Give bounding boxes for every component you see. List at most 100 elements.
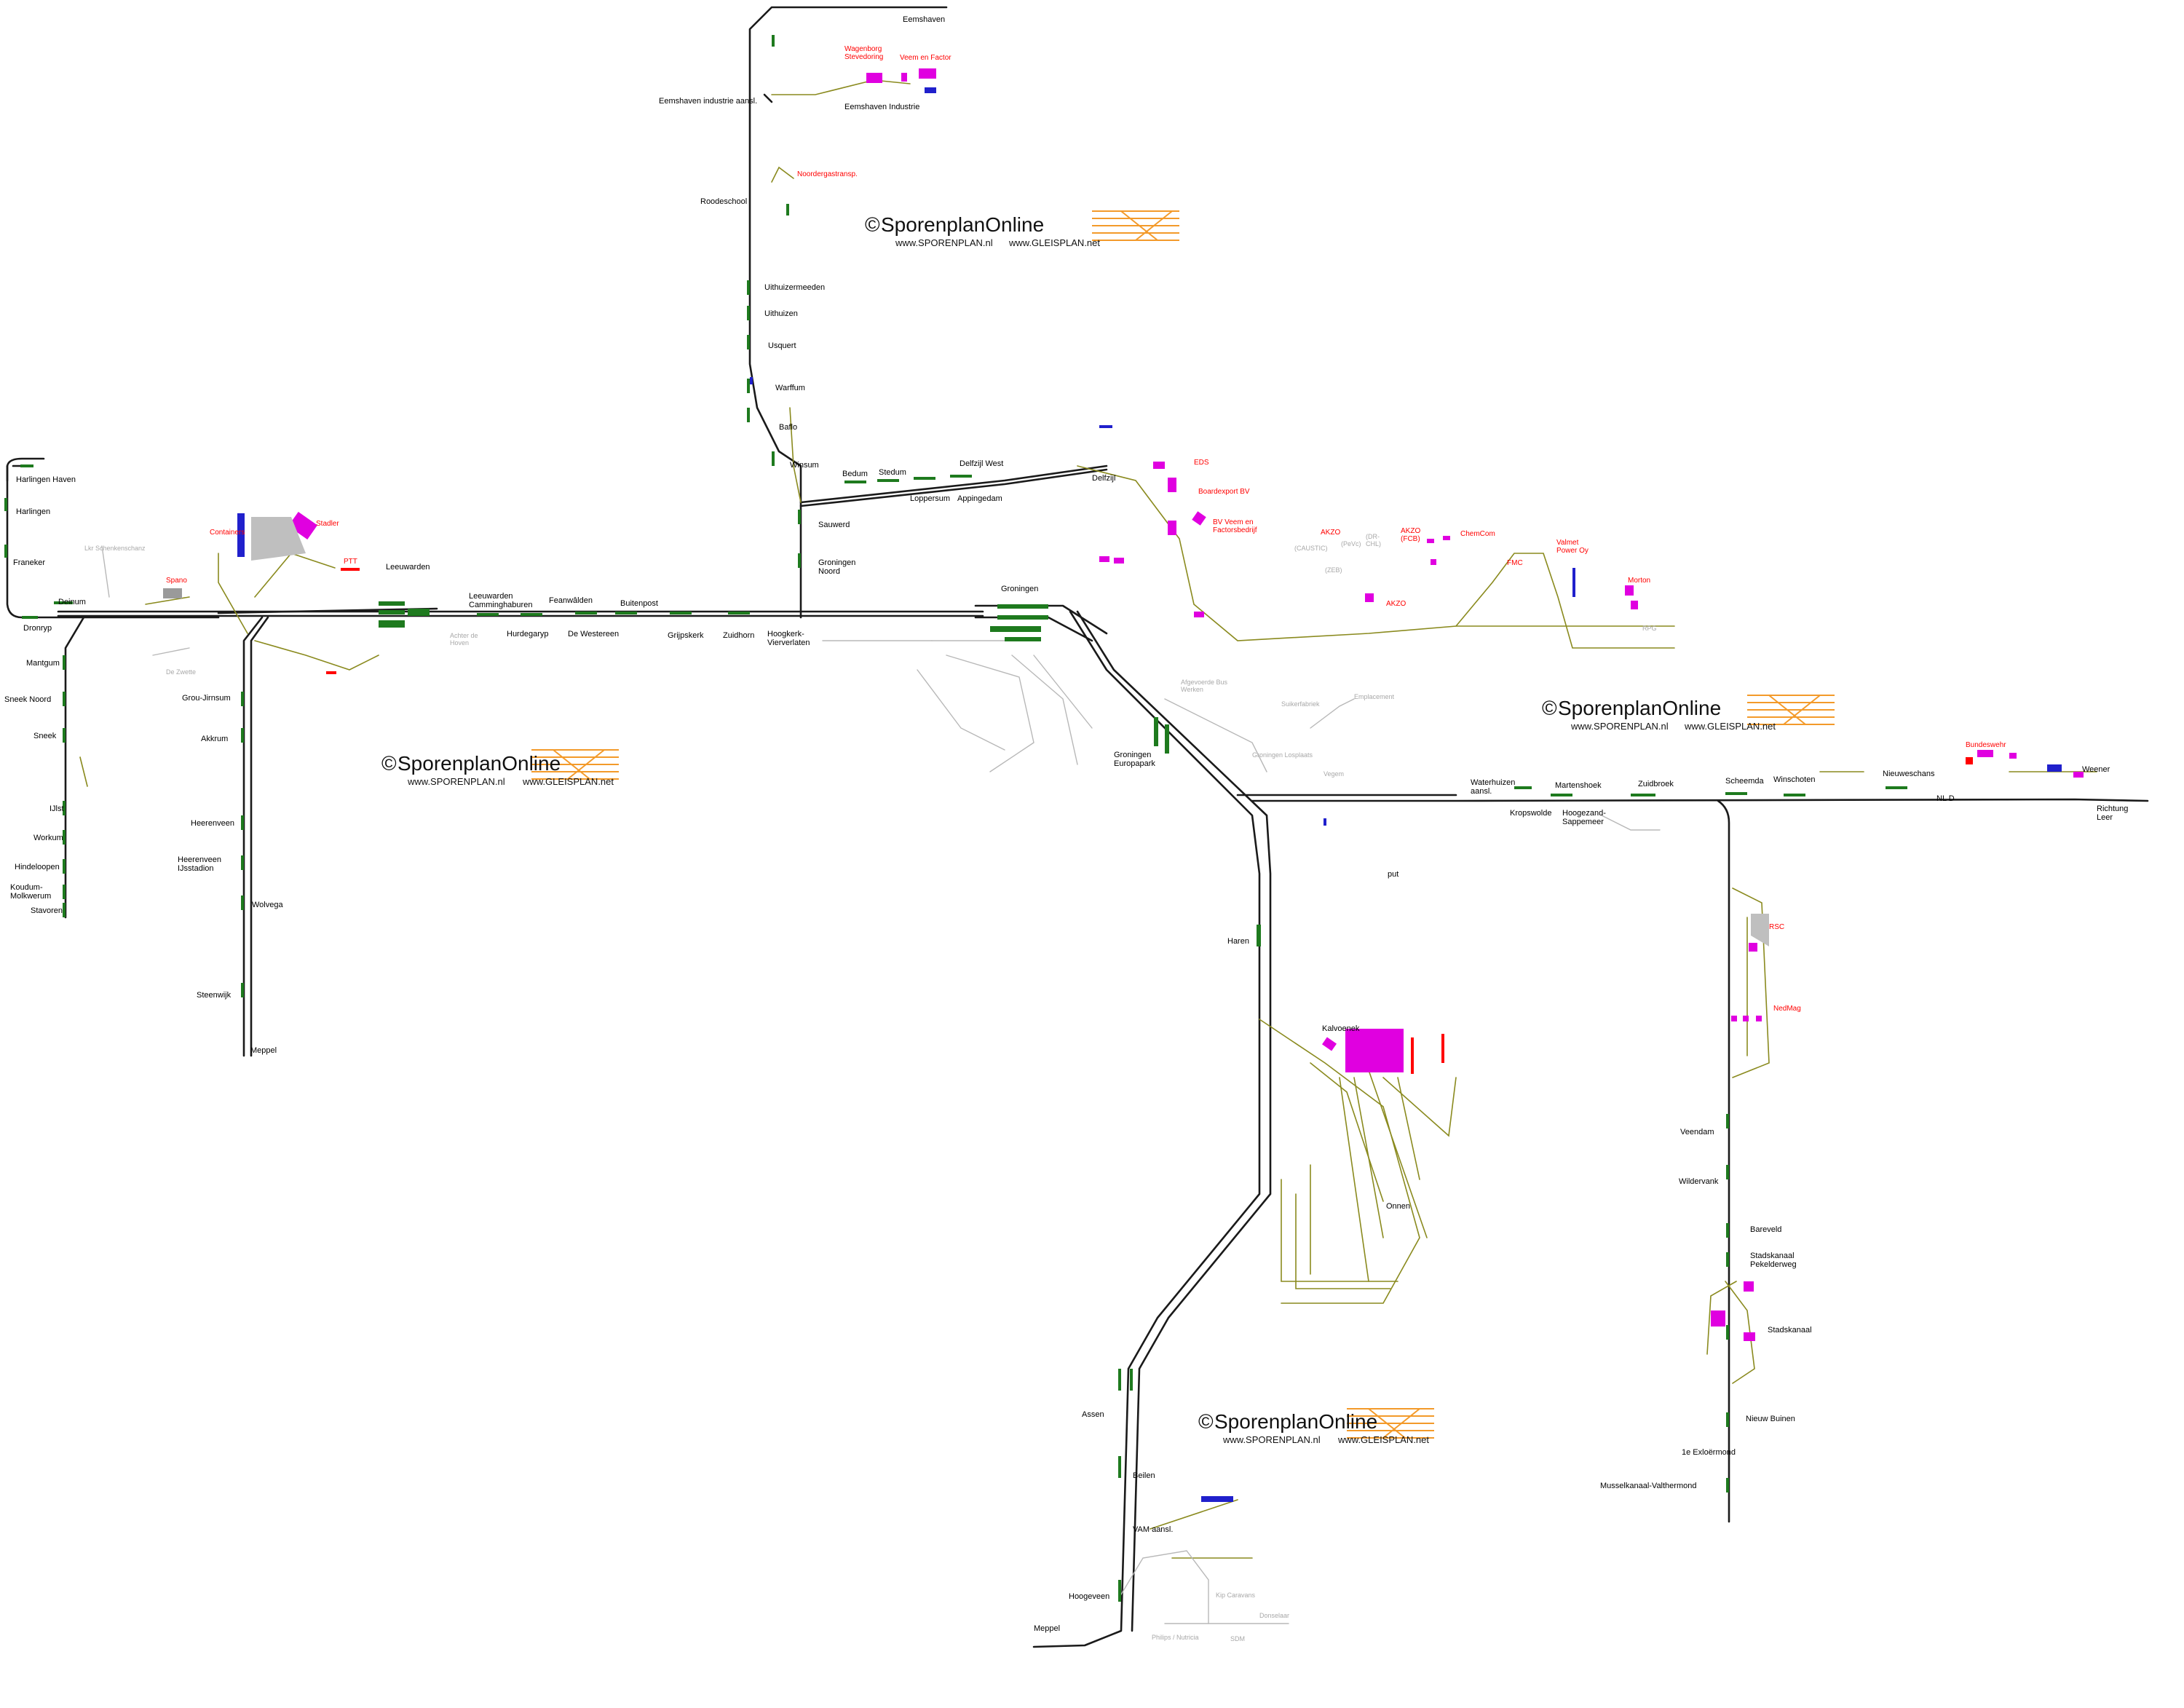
station-winsum[interactable]: Winsum: [790, 461, 819, 470]
watermark-url1: www.SPORENPLAN.nl: [407, 776, 505, 787]
station-scheemda[interactable]: Scheemda: [1725, 777, 1764, 786]
station-nieuweschans[interactable]: Nieuweschans: [1883, 770, 1935, 778]
station-franeker[interactable]: Franeker: [13, 558, 45, 567]
company-kalvoenek: Kalvoenek: [1322, 1024, 1360, 1033]
station-harlingen-haven[interactable]: Harlingen Haven: [16, 475, 76, 484]
station-hoogkerk[interactable]: Hoogkerk-Vierverlaten: [767, 630, 810, 647]
station-akkrum[interactable]: Akkrum: [201, 735, 228, 743]
station-nl-d[interactable]: NL D: [1936, 794, 1955, 803]
company-bundeswehr: Bundeswehr: [1966, 741, 2006, 749]
station-eemshaven[interactable]: Eemshaven: [903, 15, 945, 24]
ghost-schenkenschanz: Lkr Schenkenschanz: [84, 545, 146, 552]
watermark-url2: www.GLEISPLAN.net: [522, 776, 614, 787]
station-delfzijl-west[interactable]: Delfzijl West: [960, 459, 1003, 468]
station-meppel-south[interactable]: Meppel: [1034, 1624, 1060, 1633]
company-nedmag: NedMag: [1773, 1005, 1801, 1013]
station-heerenveen[interactable]: Heerenveen: [191, 819, 234, 828]
station-kropswolde[interactable]: Kropswolde: [1510, 809, 1551, 818]
watermark-url2: www.GLEISPLAN.net: [1337, 1434, 1429, 1445]
station-veendam[interactable]: Veendam: [1680, 1128, 1714, 1136]
station-grou[interactable]: Grou-Jirnsum: [182, 694, 231, 703]
station-labels[interactable]: Eemshaven Eemshaven Industrie Eemshaven …: [4, 15, 2128, 1633]
station-uithuizermeeden[interactable]: Uithuizermeeden: [764, 283, 825, 292]
station-leeuwarden[interactable]: Leeuwarden: [386, 563, 430, 572]
station-appingedam[interactable]: Appingedam: [957, 494, 1002, 503]
station-winschoten[interactable]: Winschoten: [1773, 775, 1815, 784]
station-uithuizen[interactable]: Uithuizen: [764, 309, 798, 318]
station-warffum[interactable]: Warffum: [775, 384, 805, 392]
company-boardexport: Boardexport BV: [1198, 488, 1250, 496]
station-workum[interactable]: Workum: [33, 834, 63, 842]
station-stedum[interactable]: Stedum: [879, 468, 906, 477]
station-hoogezand[interactable]: Hoogezand-Sappemeer: [1562, 809, 1606, 826]
station-hindeloopen[interactable]: Hindeloopen: [15, 863, 60, 871]
station-sneek[interactable]: Sneek: [33, 732, 57, 740]
station-dronryp[interactable]: Dronryp: [23, 624, 52, 633]
station-usquert[interactable]: Usquert: [768, 341, 796, 350]
watermark-url2: www.GLEISPLAN.net: [1684, 721, 1776, 732]
station-vam-aansl[interactable]: VAM aansl.: [1133, 1525, 1173, 1534]
station-sneek-noord[interactable]: Sneek Noord: [4, 695, 51, 704]
station-1e-exloermond[interactable]: 1e Exloërmond: [1682, 1448, 1736, 1457]
station-martenshoek[interactable]: Martenshoek: [1555, 781, 1602, 790]
station-stadskanaal[interactable]: Stadskanaal: [1768, 1326, 1812, 1335]
station-wolvega[interactable]: Wolvega: [252, 901, 283, 909]
station-buitenpost[interactable]: Buitenpost: [620, 599, 658, 608]
station-ijlst[interactable]: IJlst: [50, 804, 64, 813]
station-bareveld[interactable]: Bareveld: [1750, 1225, 1781, 1234]
station-de-westereen[interactable]: De Westereen: [568, 630, 619, 638]
platforms: [4, 35, 1907, 1602]
station-sauwerd[interactable]: Sauwerd: [818, 521, 850, 529]
station-nieuw-buinen[interactable]: Nieuw Buinen: [1746, 1415, 1795, 1423]
station-eemshaven-industrie[interactable]: Eemshaven Industrie: [844, 103, 919, 111]
station-loppersum[interactable]: Loppersum: [910, 494, 950, 503]
station-wildervank[interactable]: Wildervank: [1679, 1177, 1719, 1186]
ghost-caustic: (CAUSTIC): [1294, 545, 1328, 552]
company-rsc: RSC: [1769, 923, 1784, 931]
station-beilen[interactable]: Beilen: [1133, 1471, 1155, 1480]
station-delfzijl[interactable]: Delfzijl: [1092, 474, 1115, 483]
station-feanwalden[interactable]: Feanwâlden: [549, 596, 593, 605]
station-groningen[interactable]: Groningen: [1001, 585, 1038, 593]
station-assen[interactable]: Assen: [1082, 1410, 1104, 1419]
station-haren[interactable]: Haren: [1227, 937, 1249, 946]
station-hurdegaryp[interactable]: Hurdegaryp: [507, 630, 548, 638]
station-meppel-west[interactable]: Meppel: [250, 1046, 277, 1055]
watermark-copyright: ©: [865, 213, 880, 236]
station-eemshaven-aansl[interactable]: Eemshaven industrie aansl.: [659, 97, 757, 106]
station-stavoren[interactable]: Stavoren: [31, 906, 63, 915]
station-bedum[interactable]: Bedum: [842, 470, 868, 478]
watermark-3: SporenplanOnline www.SPORENPLAN.nl www.G…: [381, 749, 619, 787]
station-zuidhorn[interactable]: Zuidhorn: [723, 631, 754, 640]
company-chemcom: ChemCom: [1460, 530, 1495, 538]
station-grijpskerk[interactable]: Grijpskerk: [668, 631, 704, 640]
station-zuidbroek[interactable]: Zuidbroek: [1638, 780, 1674, 788]
station-hoogeveen[interactable]: Hoogeveen: [1069, 1592, 1109, 1601]
station-harlingen[interactable]: Harlingen: [16, 507, 50, 516]
station-koudum[interactable]: Koudum-Molkwerum: [10, 883, 51, 901]
station-deinum[interactable]: Deinum: [58, 598, 86, 606]
watermark-url2: www.GLEISPLAN.net: [1008, 237, 1100, 248]
station-onnen[interactable]: Onnen: [1386, 1202, 1410, 1211]
station-baflo[interactable]: Baflo: [779, 423, 797, 432]
station-weener[interactable]: Weener: [2082, 765, 2110, 774]
ghost-donselaar: Donselaar: [1259, 1612, 1289, 1619]
station-roodeschool[interactable]: Roodeschool: [700, 197, 747, 206]
ghost-de-zwette: De Zwette: [166, 668, 196, 676]
station-mantgum[interactable]: Mantgum: [26, 659, 60, 668]
watermark-copyright: ©: [1542, 697, 1557, 719]
ghost-dr-chl: (DR-CHL): [1366, 533, 1381, 547]
station-musselkanaal[interactable]: Musselkanaal-Valthermond: [1600, 1482, 1696, 1490]
station-steenwijk[interactable]: Steenwijk: [197, 991, 232, 1000]
